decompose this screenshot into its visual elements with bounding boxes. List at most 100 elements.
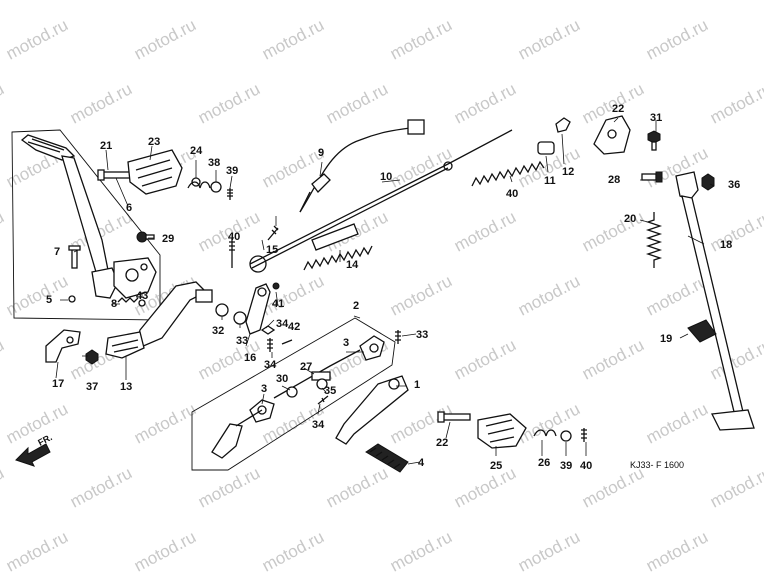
washer-33a [215, 303, 229, 317]
callout-37: 37 [86, 381, 98, 393]
callout-39: 39 [226, 165, 238, 177]
circlip-5 [68, 295, 76, 303]
rod-end-3b [249, 399, 275, 423]
bolt-32 [647, 130, 661, 151]
callout-36: 36 [728, 179, 740, 191]
callout-6: 6 [126, 202, 132, 214]
watermark-text: motod.ru [643, 399, 711, 447]
watermark-text: motod.ru [707, 79, 764, 127]
bolt-30 [136, 231, 155, 243]
watermark-text: motod.ru [451, 79, 519, 127]
watermark-text: motod.ru [3, 15, 71, 63]
watermark-text: motod.ru [515, 527, 583, 573]
watermark-text: motod.ru [195, 463, 263, 511]
spring-41 [471, 160, 545, 187]
watermark-text: motod.ru [259, 15, 327, 63]
watermark-text: motod.ru [643, 527, 711, 573]
callout-20: 20 [624, 213, 636, 225]
watermark-text: motod.ru [0, 335, 7, 383]
step-holder-24 [127, 149, 183, 195]
watermark-text: motod.ru [131, 15, 199, 63]
callout-17: 17 [52, 378, 64, 390]
callout-27: 27 [300, 361, 312, 373]
callout-10: 10 [380, 171, 392, 183]
rod-end-lower [211, 423, 243, 459]
watermark-text: motod.ru [0, 79, 7, 127]
watermark-text: motod.ru [131, 399, 199, 447]
rubber-20 [687, 319, 717, 343]
watermark-text: motod.ru [579, 207, 647, 255]
spring-15 [303, 245, 373, 271]
spring-27 [533, 429, 557, 437]
sleeve-16 [311, 223, 359, 251]
callout-40: 40 [506, 188, 518, 200]
callout-41: 41 [272, 298, 284, 310]
callout-14: 14 [346, 259, 359, 271]
callout-21: 21 [100, 140, 112, 152]
watermark-text: motod.ru [387, 15, 455, 63]
watermark-text: motod.ru [515, 271, 583, 319]
callout-35: 35 [324, 385, 336, 397]
callout-32: 32 [212, 325, 224, 337]
direction-label: FR. [36, 432, 53, 448]
watermark-text: motod.ru [323, 79, 391, 127]
plate-23 [593, 115, 631, 155]
callout-3: 3 [343, 337, 349, 349]
callout-1: 1 [414, 379, 420, 391]
pin-40 [227, 188, 233, 200]
switch-10 [267, 225, 279, 241]
watermark-text: motod.ru [643, 15, 711, 63]
callout-24: 24 [190, 145, 203, 157]
callout-18: 18 [720, 239, 732, 251]
watermark-text: motod.ru [707, 463, 764, 511]
callout-2: 2 [353, 300, 359, 312]
washer-39 [210, 181, 222, 193]
watermark-text: motod.ru [0, 207, 7, 255]
spring-8 [117, 297, 139, 303]
callout-34: 34 [312, 419, 325, 431]
step-holder-26 [477, 413, 527, 449]
watermark-text: motod.ru [451, 335, 519, 383]
callout-42: 42 [288, 321, 300, 333]
switch-9 [299, 119, 425, 213]
nut-31 [286, 386, 298, 398]
rod-11 [249, 129, 513, 273]
collar-12 [537, 141, 555, 155]
callout-26: 26 [538, 457, 550, 469]
leader-lines [55, 117, 715, 465]
bolt-13 [555, 117, 571, 133]
watermark-text: motod.ru [67, 463, 135, 511]
bolt-34c [395, 330, 401, 344]
callout-39: 39 [560, 460, 572, 472]
watermark-text: motod.ru [387, 527, 455, 573]
nut-36 [316, 378, 328, 390]
brake-pedal-14 [105, 281, 213, 359]
washer-33b [233, 311, 247, 325]
nut-38 [85, 349, 99, 365]
callout-25: 25 [490, 460, 502, 472]
callout-13: 13 [120, 381, 132, 393]
front-direction-arrow [15, 443, 51, 467]
bolt-34b [317, 395, 329, 405]
callout-38: 38 [208, 157, 220, 169]
watermark-text: motod.ru [451, 463, 519, 511]
callout-8: 8 [111, 298, 117, 310]
watermark-text: motod.ru [707, 207, 764, 255]
watermark-text: motod.ru [131, 527, 199, 573]
callout-40: 40 [580, 460, 592, 472]
ball-44 [138, 299, 146, 307]
callout-29: 29 [162, 233, 174, 245]
watermark-text: motod.ru [515, 399, 583, 447]
watermark-text: motod.ru [0, 463, 7, 511]
watermark-text: motod.ru [195, 79, 263, 127]
watermark-text: motod.ru [579, 335, 647, 383]
callout-22: 22 [612, 103, 624, 115]
spring-43 [260, 325, 276, 335]
center-group-frame [191, 317, 396, 471]
watermark-text: motod.ru [323, 463, 391, 511]
pin-40c [581, 428, 587, 442]
callout-11: 11 [544, 175, 556, 187]
side-stand-19 [675, 171, 755, 431]
